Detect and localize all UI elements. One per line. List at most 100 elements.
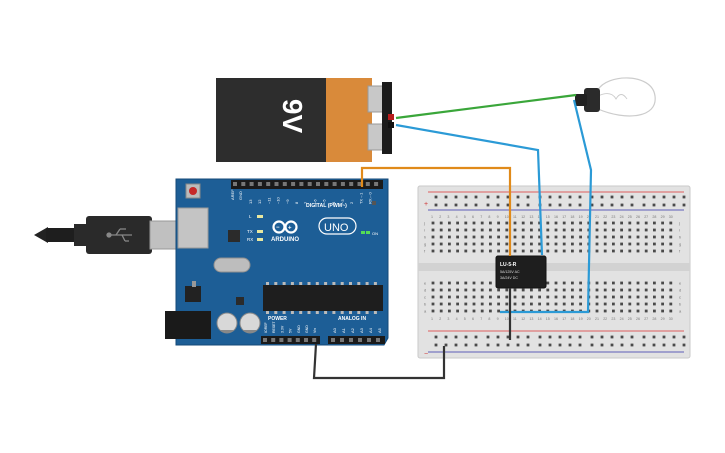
breadboard-hole[interactable] [636, 302, 640, 306]
breadboard-hole[interactable] [562, 295, 566, 299]
breadboard-hole[interactable] [521, 221, 525, 225]
header-pin[interactable] [340, 182, 345, 186]
breadboard-hole[interactable] [521, 249, 525, 253]
breadboard-hole[interactable] [612, 309, 615, 313]
rail-hole[interactable] [568, 203, 572, 207]
rail-hole[interactable] [486, 343, 490, 347]
rail-hole[interactable] [444, 335, 448, 339]
rail-hole[interactable] [454, 343, 458, 347]
breadboard-hole[interactable] [603, 302, 607, 306]
breadboard-hole[interactable] [480, 295, 484, 299]
breadboard-hole[interactable] [464, 235, 468, 239]
breadboard-hole[interactable] [554, 249, 558, 253]
breadboard-hole[interactable] [505, 249, 509, 253]
breadboard-hole[interactable] [628, 228, 632, 232]
breadboard-hole[interactable] [497, 235, 500, 239]
header-pin[interactable] [291, 182, 296, 186]
breadboard-hole[interactable] [472, 228, 476, 232]
breadboard-hole[interactable] [644, 281, 648, 285]
breadboard-hole[interactable] [538, 228, 541, 232]
breadboard-hole[interactable] [554, 235, 558, 239]
breadboard-hole[interactable] [480, 309, 484, 313]
breadboard-hole[interactable] [472, 295, 476, 299]
breadboard-hole[interactable] [546, 228, 550, 232]
breadboard-hole[interactable] [669, 228, 673, 232]
breadboard-hole[interactable] [579, 221, 582, 225]
breadboard-hole[interactable] [448, 288, 451, 292]
breadboard-hole[interactable] [644, 302, 648, 306]
breadboard-hole[interactable] [620, 288, 623, 292]
rail-hole[interactable] [682, 203, 686, 207]
header-pin[interactable] [307, 182, 312, 186]
relay[interactable]: LU-5-R 5A/125V AC 3A/24V DC [495, 255, 547, 289]
breadboard-hole[interactable] [661, 309, 664, 313]
breadboard-hole[interactable] [538, 242, 541, 246]
breadboard-hole[interactable] [456, 228, 459, 232]
rail-hole[interactable] [558, 203, 562, 207]
breadboard-hole[interactable] [456, 309, 459, 313]
breadboard-hole[interactable] [595, 302, 599, 306]
breadboard-hole[interactable] [521, 295, 525, 299]
breadboard-hole[interactable] [456, 295, 459, 299]
breadboard-hole[interactable] [620, 221, 623, 225]
breadboard-hole[interactable] [521, 228, 525, 232]
breadboard-hole[interactable] [603, 228, 607, 232]
breadboard-hole[interactable] [636, 221, 640, 225]
rail-hole[interactable] [474, 203, 478, 207]
breadboard-hole[interactable] [653, 281, 656, 285]
breadboard-hole[interactable] [644, 235, 648, 239]
breadboard-hole[interactable] [644, 242, 648, 246]
breadboard-hole[interactable] [628, 302, 632, 306]
breadboard-hole[interactable] [562, 302, 566, 306]
breadboard-hole[interactable] [456, 249, 459, 253]
breadboard-hole[interactable] [612, 281, 615, 285]
breadboard-hole[interactable] [579, 235, 582, 239]
rail-hole[interactable] [652, 203, 656, 207]
breadboard-hole[interactable] [620, 295, 623, 299]
rail-hole[interactable] [434, 203, 438, 207]
rail-hole[interactable] [434, 335, 438, 339]
rail-hole[interactable] [630, 335, 634, 339]
breadboard-hole[interactable] [464, 228, 468, 232]
header-pin[interactable] [316, 182, 320, 186]
header-pin[interactable] [324, 182, 329, 186]
breadboard-hole[interactable] [480, 281, 484, 285]
breadboard-hole[interactable] [456, 242, 459, 246]
breadboard-hole[interactable] [431, 221, 435, 225]
rail-hole[interactable] [548, 195, 552, 199]
breadboard-hole[interactable] [628, 309, 632, 313]
header-pin[interactable] [299, 182, 304, 186]
rail-hole[interactable] [630, 195, 634, 199]
rail-hole[interactable] [548, 335, 552, 339]
breadboard-hole[interactable] [521, 235, 525, 239]
breadboard-hole[interactable] [439, 281, 443, 285]
header-pin[interactable] [332, 182, 337, 186]
breadboard-hole[interactable] [439, 309, 443, 313]
breadboard-hole[interactable] [562, 221, 566, 225]
breadboard-hole[interactable] [603, 295, 607, 299]
breadboard-hole[interactable] [448, 228, 451, 232]
breadboard-hole[interactable] [661, 242, 664, 246]
breadboard-hole[interactable] [521, 242, 525, 246]
breadboard-hole[interactable] [636, 228, 640, 232]
breadboard-hole[interactable] [636, 281, 640, 285]
rail-hole[interactable] [464, 335, 468, 339]
rail-hole[interactable] [516, 195, 520, 199]
breadboard-hole[interactable] [538, 249, 541, 253]
digital-header[interactable] [231, 180, 383, 189]
breadboard-hole[interactable] [571, 249, 574, 253]
rail-hole[interactable] [672, 195, 676, 199]
rail-hole[interactable] [464, 203, 468, 207]
breadboard-hole[interactable] [636, 242, 640, 246]
header-pin[interactable] [304, 338, 308, 342]
breadboard-hole[interactable] [513, 228, 517, 232]
breadboard-hole[interactable] [546, 249, 550, 253]
breadboard-hole[interactable] [554, 302, 558, 306]
battery-9v[interactable]: 9V [216, 78, 394, 162]
breadboard-hole[interactable] [562, 249, 566, 253]
header-pin[interactable] [266, 182, 271, 186]
breadboard-hole[interactable] [448, 249, 451, 253]
breadboard-hole[interactable] [669, 288, 673, 292]
breadboard-hole[interactable] [571, 221, 574, 225]
